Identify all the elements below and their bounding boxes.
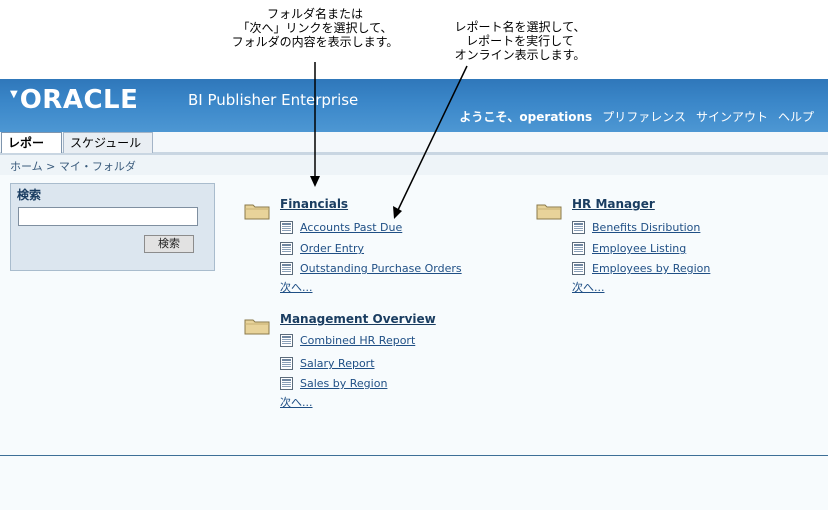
breadcrumb: ホーム > マイ・フォルダ	[10, 158, 136, 174]
more-link[interactable]: 次へ...	[280, 281, 313, 294]
oracle-logo: ▼ ORACLE	[10, 86, 138, 114]
folder-hr-manager: HR Manager Benefits Disribution Employee…	[536, 197, 796, 297]
breadcrumb-home-link[interactable]: ホーム	[10, 160, 43, 173]
callout-line: 「次へ」リンクを選択して、	[237, 21, 393, 35]
preferences-link[interactable]: プリファレンス	[602, 110, 686, 124]
sign-out-link[interactable]: サインアウト	[695, 110, 768, 124]
report-link[interactable]: Benefits Disribution	[592, 221, 701, 234]
global-links: ようこそ、operations プリファレンス サインアウト ヘルプ	[459, 108, 814, 125]
folder-financials: Financials Accounts Past Due Order Entry…	[244, 197, 504, 297]
search-title: 検索	[17, 188, 42, 202]
folder-icon[interactable]	[244, 317, 270, 335]
callout-line: フォルダの内容を表示します。	[231, 35, 399, 49]
more-link[interactable]: 次へ...	[572, 281, 605, 294]
product-name: BI Publisher Enterprise	[188, 91, 359, 109]
more-link[interactable]: 次へ...	[280, 396, 313, 409]
report-icon[interactable]	[280, 357, 293, 370]
report-link[interactable]: Employees by Region	[592, 262, 711, 275]
callout-folder-instructions: フォルダ名または 「次へ」リンクを選択して、 フォルダの内容を表示します。	[205, 7, 425, 49]
search-input[interactable]	[18, 207, 198, 226]
search-panel: 検索 検索	[10, 183, 215, 271]
tab-schedules[interactable]: スケジュール	[63, 132, 153, 153]
folder-name-link[interactable]: Management Overview	[280, 312, 436, 326]
report-icon[interactable]	[280, 377, 293, 390]
report-icon[interactable]	[572, 221, 585, 234]
callout-line: オンライン表示します。	[454, 48, 586, 62]
app-header: ▼ ORACLE BI Publisher Enterprise ようこそ、op…	[0, 79, 828, 132]
report-link[interactable]: Employee Listing	[592, 242, 687, 255]
report-link[interactable]: Accounts Past Due	[300, 221, 403, 234]
breadcrumb-separator: >	[46, 160, 56, 173]
callout-report-instructions: レポート名を選択して、 レポートを実行して オンライン表示します。	[420, 20, 620, 62]
report-icon[interactable]	[280, 221, 293, 234]
folder-icon[interactable]	[244, 202, 270, 220]
callout-line: レポートを実行して	[466, 34, 574, 48]
tab-reports[interactable]: レポート	[1, 132, 62, 170]
callout-line: フォルダ名または	[266, 7, 363, 21]
trademark-icon: ▼	[10, 88, 18, 100]
search-button[interactable]: 検索	[144, 235, 194, 253]
report-link[interactable]: Salary Report	[300, 357, 375, 370]
welcome-text: ようこそ、operations	[459, 110, 593, 124]
help-link[interactable]: ヘルプ	[777, 110, 814, 124]
bottom-divider	[0, 455, 828, 456]
logo-wordmark: ORACLE	[19, 85, 139, 115]
report-link[interactable]: Sales by Region	[300, 377, 388, 390]
footer-area	[0, 456, 828, 510]
breadcrumb-current: マイ・フォルダ	[58, 160, 136, 173]
report-icon[interactable]	[280, 242, 293, 255]
callout-line: レポート名を選択して、	[454, 20, 586, 34]
report-icon[interactable]	[280, 262, 293, 275]
report-icon[interactable]	[572, 262, 585, 275]
report-link[interactable]: Outstanding Purchase Orders	[300, 262, 462, 275]
report-link[interactable]: Order Entry	[300, 242, 365, 255]
folder-name-link[interactable]: HR Manager	[572, 197, 655, 211]
report-icon[interactable]	[572, 242, 585, 255]
report-icon[interactable]	[280, 334, 293, 347]
folder-management-overview: Management Overview Combined HR Report S…	[244, 312, 504, 412]
folder-name-link[interactable]: Financials	[280, 197, 349, 211]
report-link[interactable]: Combined HR Report	[300, 334, 416, 347]
folder-icon[interactable]	[536, 202, 562, 220]
